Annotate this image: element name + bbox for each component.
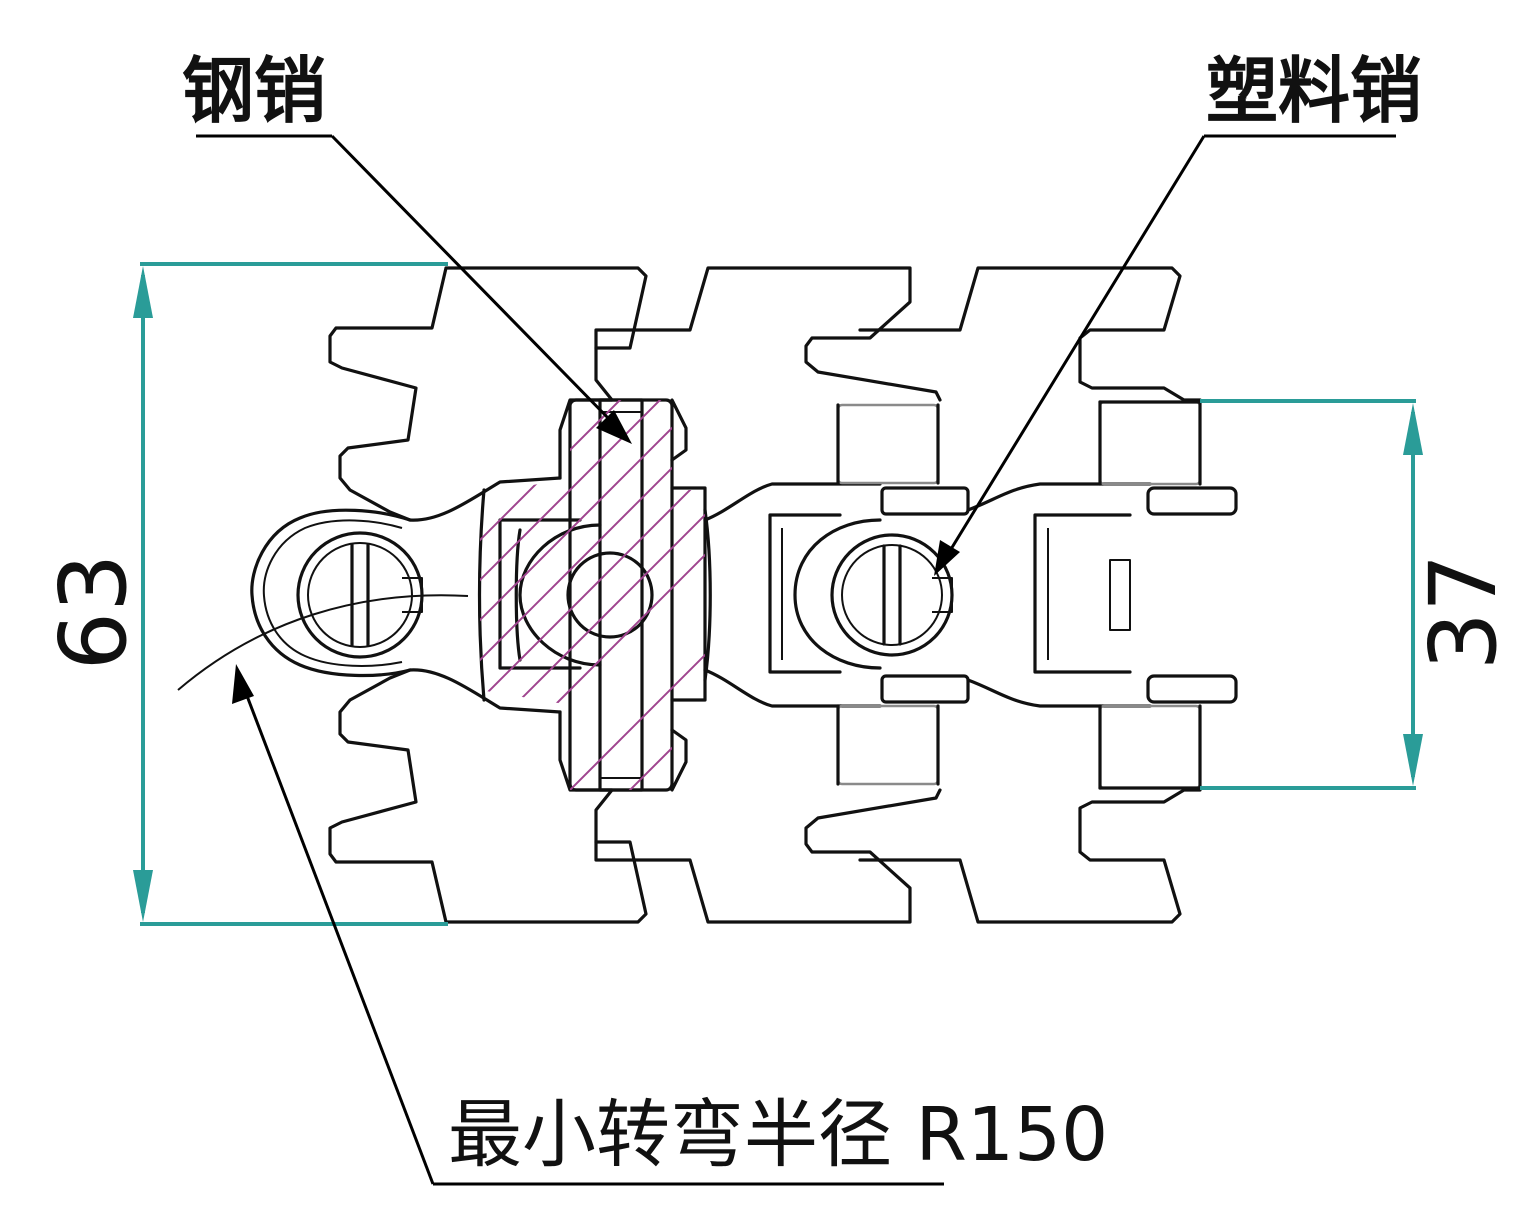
chain-link-3 [858, 266, 1238, 924]
steel-pin-label: 钢销 [182, 49, 326, 133]
dimension-63: 63 [40, 262, 448, 926]
dimension-37: 37 [1200, 399, 1517, 790]
leader-turn-radius: 最小转弯半径 R150 [232, 664, 1108, 1186]
leader-steel-pin: 钢销 [182, 49, 632, 444]
turn-radius-label: 最小转弯半径 R150 [448, 1092, 1108, 1178]
plastic-pin-label: 塑料销 [1206, 49, 1422, 133]
dimension-63-label: 63 [40, 553, 147, 670]
chain-link-2 [594, 266, 970, 924]
turn-radius-arc [177, 594, 469, 691]
steel-pin-section [477, 398, 712, 792]
chain-link-1 [250, 266, 648, 924]
leader-plastic-pin: 塑料销 [934, 49, 1422, 576]
dimension-37-label: 37 [1410, 553, 1517, 670]
